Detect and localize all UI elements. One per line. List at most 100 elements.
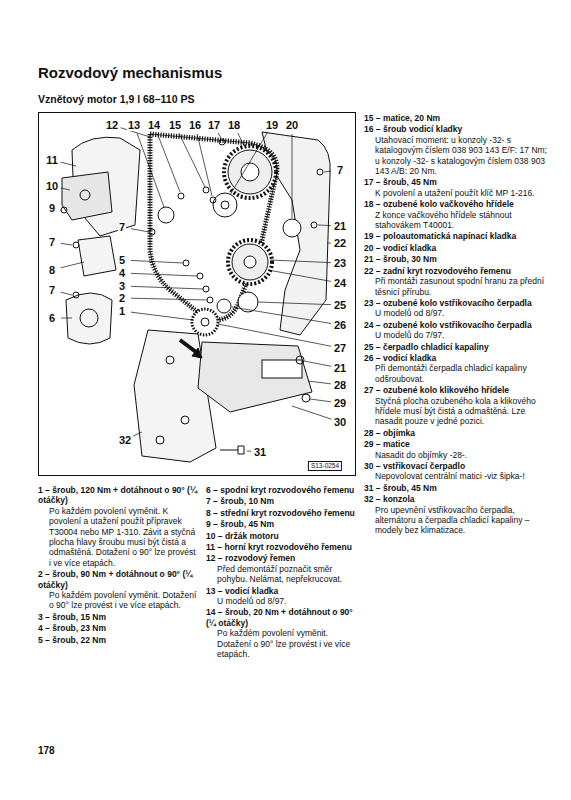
leader-line xyxy=(131,286,203,289)
leader-line xyxy=(61,318,72,319)
figure-frame xyxy=(39,113,356,476)
part-heading: 19 – poloautomatická napínací kladka xyxy=(364,231,550,241)
leader-line xyxy=(131,229,149,232)
part-heading: 30 – vstřikovací čerpadlo xyxy=(364,461,550,471)
leader-line xyxy=(327,243,331,244)
subtitle: Vznětový motor 1,9 l 68–110 PS xyxy=(38,93,194,105)
leader-line xyxy=(137,133,164,207)
leader-line xyxy=(61,243,72,245)
timing-belt xyxy=(150,134,277,320)
leader-line xyxy=(310,399,331,402)
callout-number: 16 xyxy=(188,119,202,131)
part-heading: 1 – šroub, 120 Nm + dotáhnout o 90° (¼ o… xyxy=(38,485,198,506)
leader-line xyxy=(218,324,331,346)
leader-line xyxy=(60,210,62,211)
part-heading: 8 – střední kryt rozvodového řemenu xyxy=(206,508,358,518)
part-heading: 18 – ozubené kolo vačkového hřídele xyxy=(364,199,550,209)
callout-number: 8 xyxy=(48,264,56,276)
callout-number: 9 xyxy=(48,202,56,214)
callout-number: 31 xyxy=(253,446,267,458)
leader-line xyxy=(61,292,72,295)
leader-line xyxy=(238,133,244,146)
part-note: Utahovací moment: u konzoly -32- s katal… xyxy=(364,135,550,177)
callout-number: 12 xyxy=(105,119,119,131)
part-heading: 16 – šroub vodicí kladky xyxy=(364,124,550,134)
leader-line xyxy=(324,171,331,173)
callout-number: 7 xyxy=(118,221,126,233)
part-heading: 5 – šroub, 22 Nm xyxy=(38,635,198,645)
leader-line xyxy=(61,188,70,190)
arrow xyxy=(180,340,196,352)
parts-list-column: 6 – spodní kryt rozvodového řemenu7 – šr… xyxy=(206,484,358,660)
part-note: Při montáži zasunout spodní hranu za pře… xyxy=(364,276,550,297)
leader-line xyxy=(61,162,76,166)
part-note: Před demontáží poznačit směr pohybu. Nel… xyxy=(206,564,358,585)
part-heading: 12 – rozvodový řemen xyxy=(206,553,358,563)
part-heading: 11 – horní kryt rozvodového řemenu xyxy=(206,542,358,552)
leader-line xyxy=(318,225,331,227)
callout-number: 7 xyxy=(48,284,56,296)
parts-list-column: 1 – šroub, 120 Nm + dotáhnout o 90° (¼ o… xyxy=(38,484,198,645)
injection-pump xyxy=(198,342,312,412)
leader-line xyxy=(292,134,293,218)
page-title: Rozvodový mechanismus xyxy=(38,64,222,81)
part-heading: 14 – šroub, 20 Nm + dotáhnout o 90° (¼ o… xyxy=(206,607,358,628)
lower-belt-cover xyxy=(66,293,112,344)
callout-number: 5 xyxy=(118,254,126,266)
part-heading: 7 – šroub, 10 Nm xyxy=(206,496,358,506)
part-heading: 31 – šroub, 45 Nm xyxy=(364,483,550,493)
part-heading: 13 – vodicí kladka xyxy=(206,586,358,596)
callout-number: 4 xyxy=(118,267,126,279)
part-note: U modelů do 7/97. xyxy=(364,330,550,340)
part-note: Po každém povolení vyměnit. Dotažení o 9… xyxy=(206,628,358,659)
callout-number: 6 xyxy=(48,312,56,324)
bolt xyxy=(220,446,244,454)
leader-line xyxy=(131,273,197,276)
callout-number: 30 xyxy=(333,416,347,428)
idler-pulley xyxy=(217,299,231,313)
callout-number: 22 xyxy=(333,237,347,249)
part-heading: 6 – spodní kryt rozvodového řemenu xyxy=(206,485,358,495)
callout-number: 13 xyxy=(127,119,141,131)
leader-line xyxy=(230,133,267,195)
callout-number: 23 xyxy=(333,257,347,269)
leader-line xyxy=(304,361,331,366)
leader-line xyxy=(258,302,331,305)
callout-number: 21 xyxy=(333,220,347,232)
callout-number: 20 xyxy=(285,119,299,131)
callout-number: 19 xyxy=(265,119,279,131)
camshaft-sprocket xyxy=(224,146,276,198)
callout-number: 25 xyxy=(333,299,347,311)
part-note: U modelů od 8/97. xyxy=(364,308,550,318)
callout-number: 24 xyxy=(333,277,347,289)
leader-line xyxy=(308,381,331,384)
part-note: Styčná plocha ozubeného kola a klikového… xyxy=(364,396,550,427)
part-heading: 26 – vodicí kladka xyxy=(364,353,550,363)
part-note: Po každém povolení vyměnit. Dotažení o 9… xyxy=(38,590,198,611)
leader-line xyxy=(218,133,221,138)
callout-number: 17 xyxy=(207,119,221,131)
leader-line xyxy=(197,134,212,196)
part-heading: 25 – čerpadlo chladicí kapaliny xyxy=(364,342,550,352)
leader-line xyxy=(131,260,183,263)
part-note: Z konce vačkového hřídele stáhnout staho… xyxy=(364,210,550,231)
part-heading: 27 – ozubené kolo klikového hřídele xyxy=(364,385,550,395)
leader-line xyxy=(131,298,207,300)
callout-number: 7 xyxy=(48,236,56,248)
part-heading: 17 – šroub, 45 Nm xyxy=(364,177,550,187)
part-heading: 32 – konzola xyxy=(364,494,550,504)
part-heading: 28 – objímka xyxy=(364,428,550,438)
leader-line xyxy=(131,312,193,320)
callout-number: 29 xyxy=(333,397,347,409)
tension-roller xyxy=(213,193,237,217)
part-heading: 10 – držák motoru xyxy=(206,531,358,541)
engine-mount xyxy=(62,172,112,220)
leader-line xyxy=(270,260,331,263)
callout-number: 15 xyxy=(168,119,182,131)
leader-line xyxy=(268,270,331,281)
callout-number: 21 xyxy=(333,362,347,374)
callout-number: 11 xyxy=(45,154,59,166)
part-note: U modelů od 8/97. xyxy=(206,596,358,606)
part-heading: 29 – matice xyxy=(364,439,550,449)
callout-number: 14 xyxy=(147,119,161,131)
